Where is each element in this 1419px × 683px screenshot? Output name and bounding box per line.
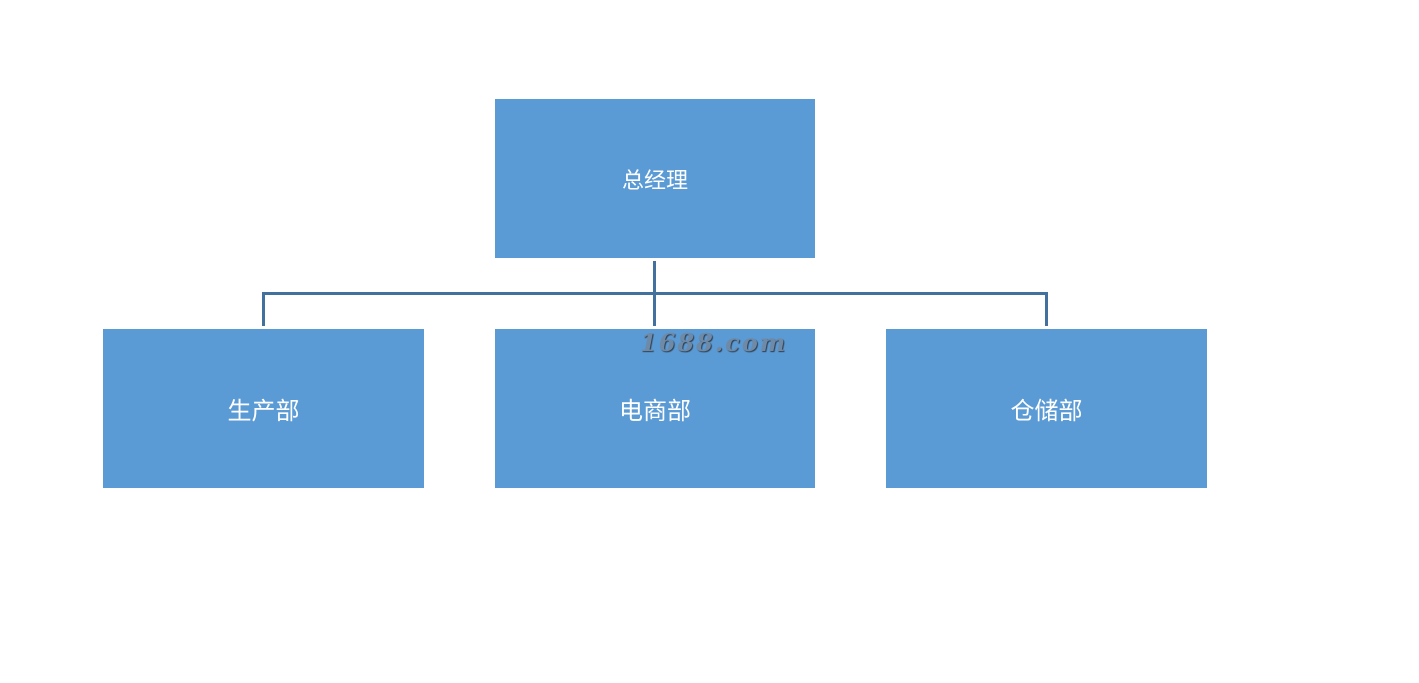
connector-to-ecommerce xyxy=(653,292,656,326)
node-warehouse-department-label: 仓储部 xyxy=(1010,397,1083,425)
connector-to-warehouse xyxy=(1045,292,1048,326)
node-general-manager-label: 总经理 xyxy=(621,168,688,194)
node-ecommerce-department-label: 电商部 xyxy=(619,397,691,425)
connector-to-production xyxy=(262,292,265,326)
node-general-manager: 总经理 xyxy=(495,99,815,258)
watermark-text: 1688.com xyxy=(640,328,788,357)
node-production-department-label: 生产部 xyxy=(227,397,300,425)
node-warehouse-department: 仓储部 xyxy=(886,329,1207,488)
node-ecommerce-department: 电商部 xyxy=(495,329,815,488)
node-production-department: 生产部 xyxy=(103,329,424,488)
connector-root-down xyxy=(653,261,656,294)
